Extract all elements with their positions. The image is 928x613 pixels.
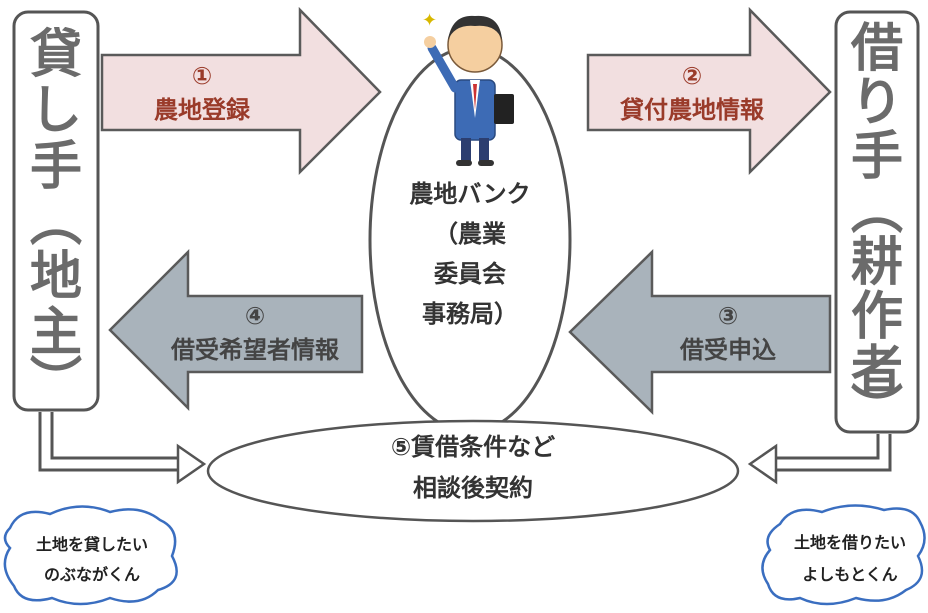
bank-line-3: 委員会 [433, 260, 506, 288]
lender-char: し [30, 81, 82, 141]
connector-right [747, 434, 892, 485]
cloud-left-line-2: のぶながくん [44, 565, 140, 584]
connector-left [38, 412, 207, 485]
arrow-step-2: ② 貸付農地情報 [586, 6, 832, 176]
step-4-label: 借受希望者情報 [170, 336, 340, 364]
lender-char: 手 [30, 137, 82, 197]
arrow-step-1: ① 農地登録 [100, 6, 382, 176]
step-1-number: ① [192, 62, 212, 90]
step-3-label: 借受申込 [679, 336, 776, 364]
lender-char: ︶ [30, 353, 82, 413]
contract-line-1: ⑤賃借条件など [391, 433, 555, 461]
person-illustration: ✦ [422, 10, 514, 166]
step-2-number: ② [682, 62, 702, 90]
borrower-char: 者 [851, 341, 903, 401]
lender-box: 貸 し 手 ︵ 地 主 ︶ [12, 10, 100, 413]
borrower-char: 耕 [851, 233, 903, 293]
lender-char: 主 [30, 303, 82, 363]
cloud-right-line-2: よしもとくん [802, 565, 897, 584]
contract-oval: ⑤賃借条件など 相談後契約 [206, 419, 740, 523]
svg-text:✦: ✦ [422, 10, 437, 31]
cloud-left: 土地を貸したい のぶながくん [3, 505, 178, 606]
contract-line-2: 相談後契約 [413, 474, 533, 502]
step-4-number: ④ [245, 302, 265, 330]
borrower-box: 借 り 手 ︵ 耕 作 者 ︶ [834, 10, 920, 441]
borrower-char: 借 [850, 19, 903, 79]
cloud-left-line-1: 土地を貸したい [36, 535, 148, 554]
bank-line-1: 農地バンク [409, 180, 530, 208]
bank-line-4: 事務局） [422, 300, 518, 328]
lender-char: ︵ [30, 193, 82, 253]
borrower-char: ︶ [851, 381, 903, 441]
step-3-number: ③ [718, 302, 738, 330]
lender-char: 地 [30, 247, 82, 307]
borrower-char: 手 [851, 127, 903, 187]
arrow-step-4: ④ 借受希望者情報 [108, 248, 364, 412]
borrower-char: 作 [851, 287, 903, 347]
step-1-label: 農地登録 [154, 96, 251, 124]
bank-line-2: （農業 [434, 220, 506, 248]
cloud-right-line-1: 土地を借りたい [794, 533, 906, 552]
lender-char: 貸 [30, 25, 82, 85]
step-2-label: 貸付農地情報 [620, 96, 765, 124]
arrow-step-3: ③ 借受申込 [568, 249, 832, 415]
farmland-bank-oval: ✦ 農地バンク （農業 委員会 事務局） [368, 10, 572, 434]
borrower-char: り [851, 73, 903, 133]
cloud-right: 土地を借りたい よしもとくん [761, 504, 926, 606]
borrower-char: ︵ [851, 181, 903, 241]
